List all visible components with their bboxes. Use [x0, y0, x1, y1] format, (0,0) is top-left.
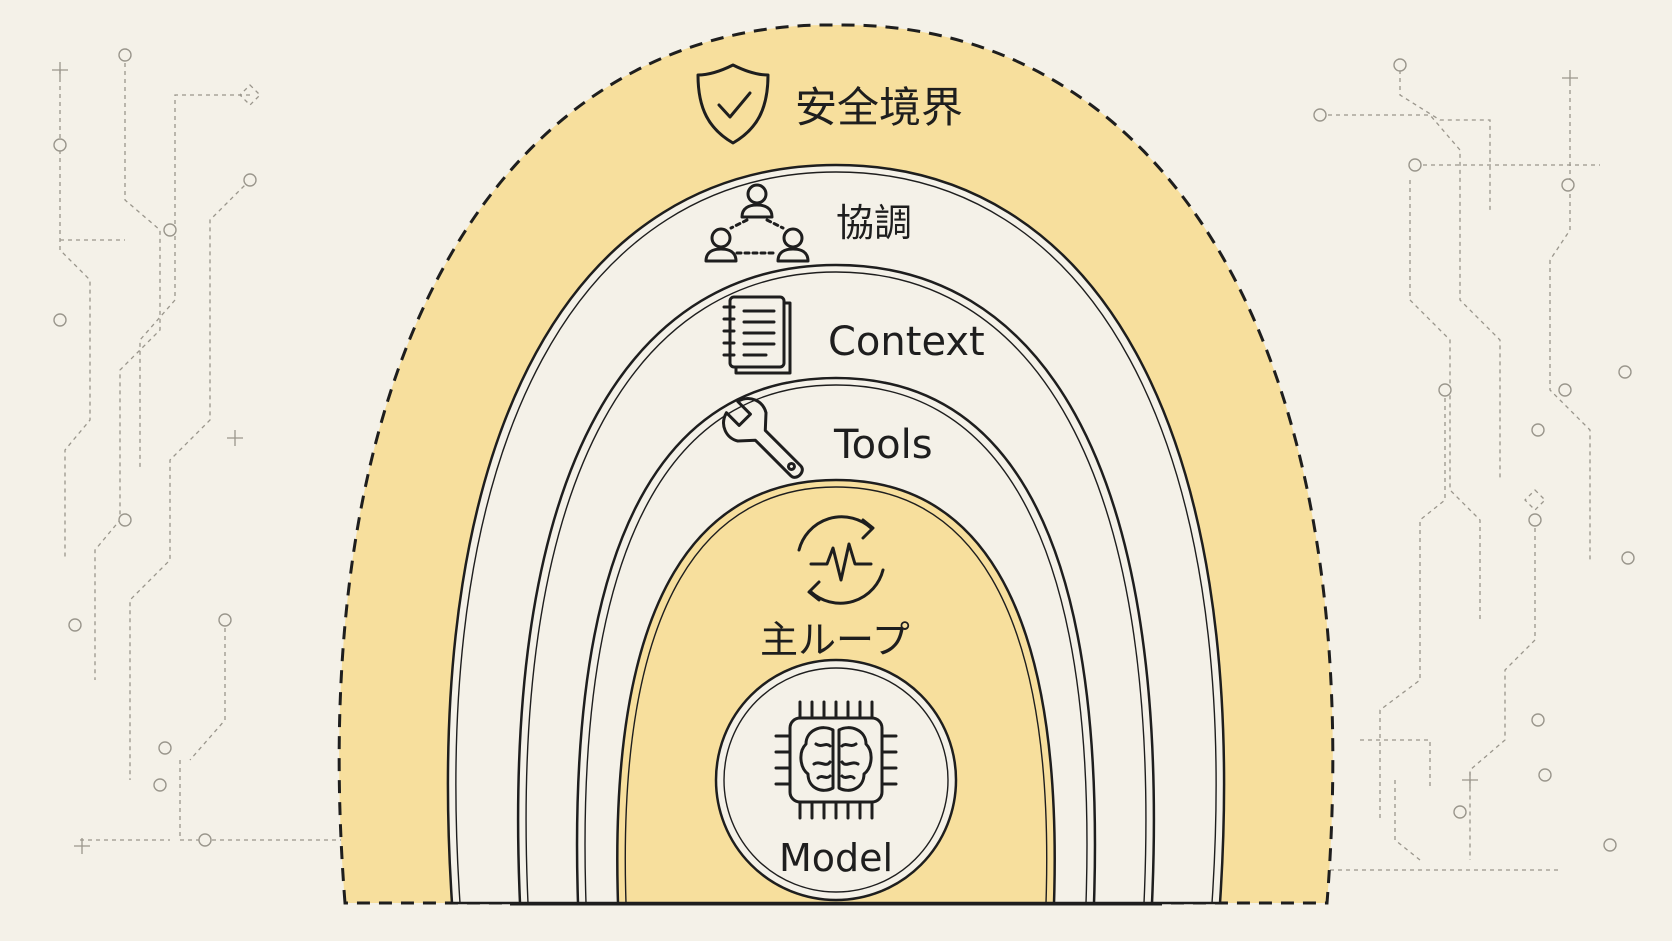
shield-check-icon [696, 63, 770, 145]
layer-label-safety: 安全境界 [795, 83, 963, 132]
layer-label-model: Model [779, 836, 893, 880]
cycle-pulse-icon [797, 515, 885, 605]
layer-label-main-loop: 主ループ [760, 618, 910, 662]
notebook-icon [722, 295, 792, 375]
layer-label-context: Context [828, 319, 985, 365]
layer-label-tools: Tools [833, 422, 933, 468]
circuit-decoration-right [1283, 58, 1635, 877]
people-network-icon [704, 183, 810, 263]
wrench-icon [722, 397, 804, 479]
layer-label-coordination: 協調 [836, 201, 912, 245]
layer-model [714, 658, 958, 902]
brain-chip-icon [774, 700, 898, 820]
